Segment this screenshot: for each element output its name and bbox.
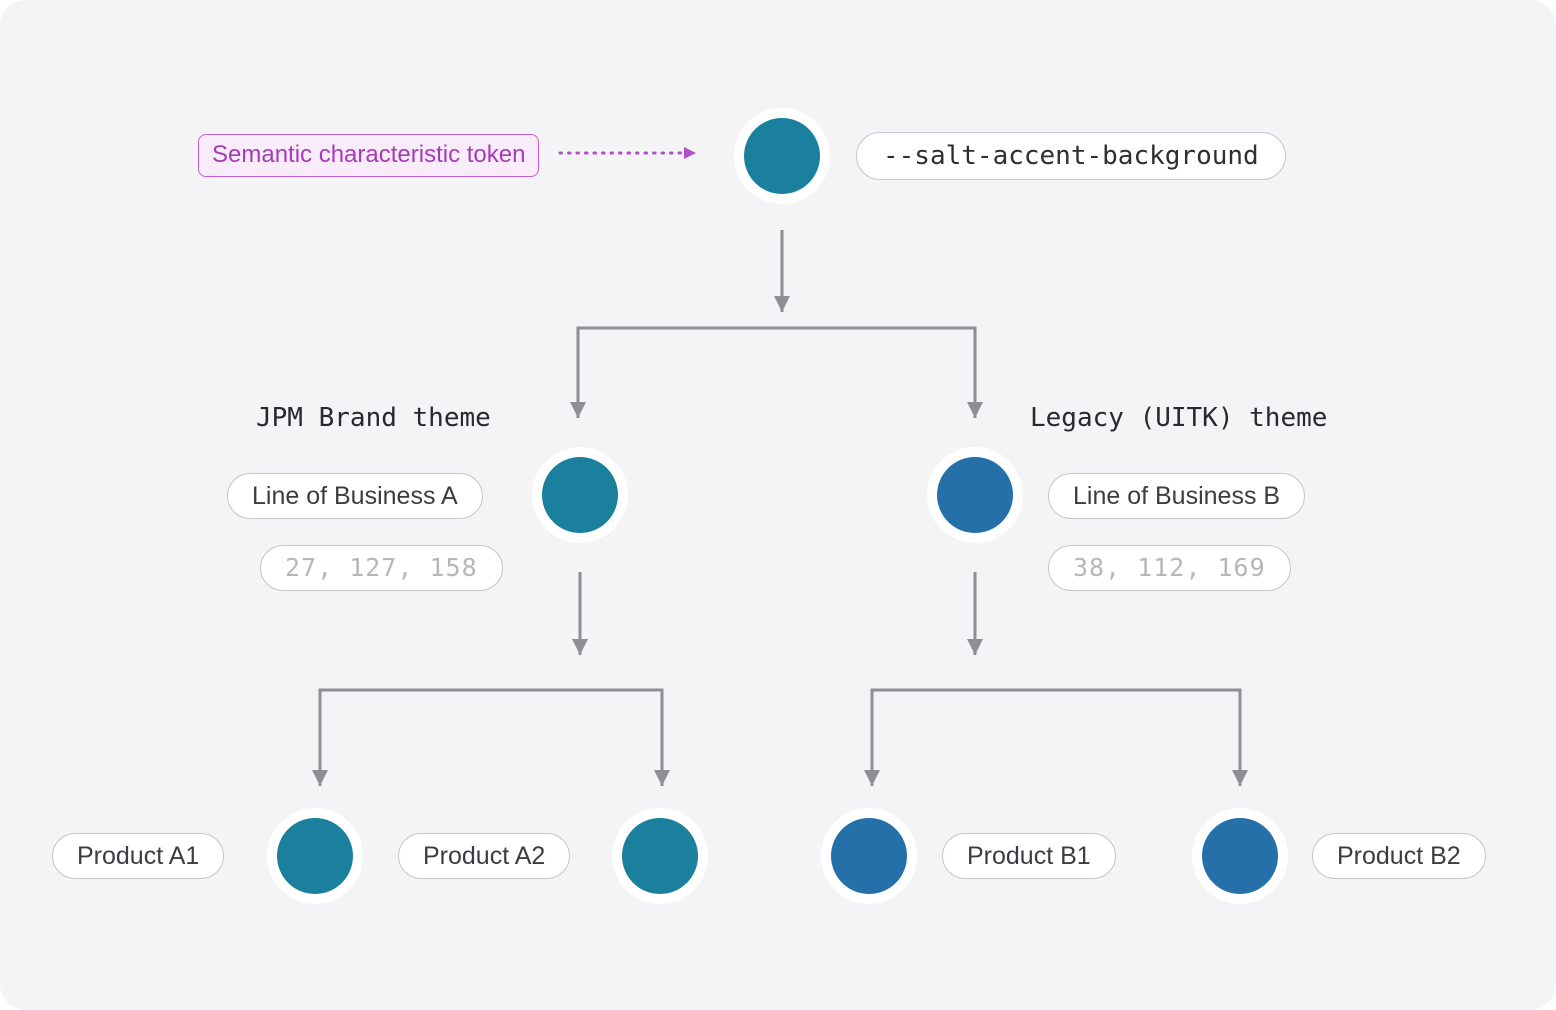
branch-a-node [532,447,628,543]
token-name-pill: --salt-accent-background [856,132,1286,180]
line-of-business-b-pill: Line of Business B [1048,473,1306,519]
root-token-circle [744,118,820,194]
branch-a-rgb-pill: 27, 127, 158 [260,545,503,591]
product-a1-node [267,808,363,904]
product-b2-pill: Product B2 [1312,833,1486,879]
product-a2-circle [622,818,698,894]
product-b2-circle [1202,818,1278,894]
product-b1-node [821,808,917,904]
root-token-node [734,108,830,204]
product-a1-pill: Product A1 [52,833,225,879]
line-of-business-a-pill: Line of Business A [227,473,483,519]
branch-b-circle [937,457,1013,533]
product-b2-node [1192,808,1288,904]
theme-label-jpm-brand: JPM Brand theme [256,403,491,433]
semantic-token-annotation: Semantic characteristic token [198,134,540,177]
product-a2-node [612,808,708,904]
product-b1-circle [831,818,907,894]
theme-label-legacy-uitk: Legacy (UITK) theme [1030,403,1328,433]
branch-b-node [927,447,1023,543]
branch-b-rgb-pill: 38, 112, 169 [1048,545,1291,591]
product-a2-pill: Product A2 [398,833,571,879]
branch-a-circle [542,457,618,533]
product-a1-circle [277,818,353,894]
product-b1-pill: Product B1 [942,833,1116,879]
